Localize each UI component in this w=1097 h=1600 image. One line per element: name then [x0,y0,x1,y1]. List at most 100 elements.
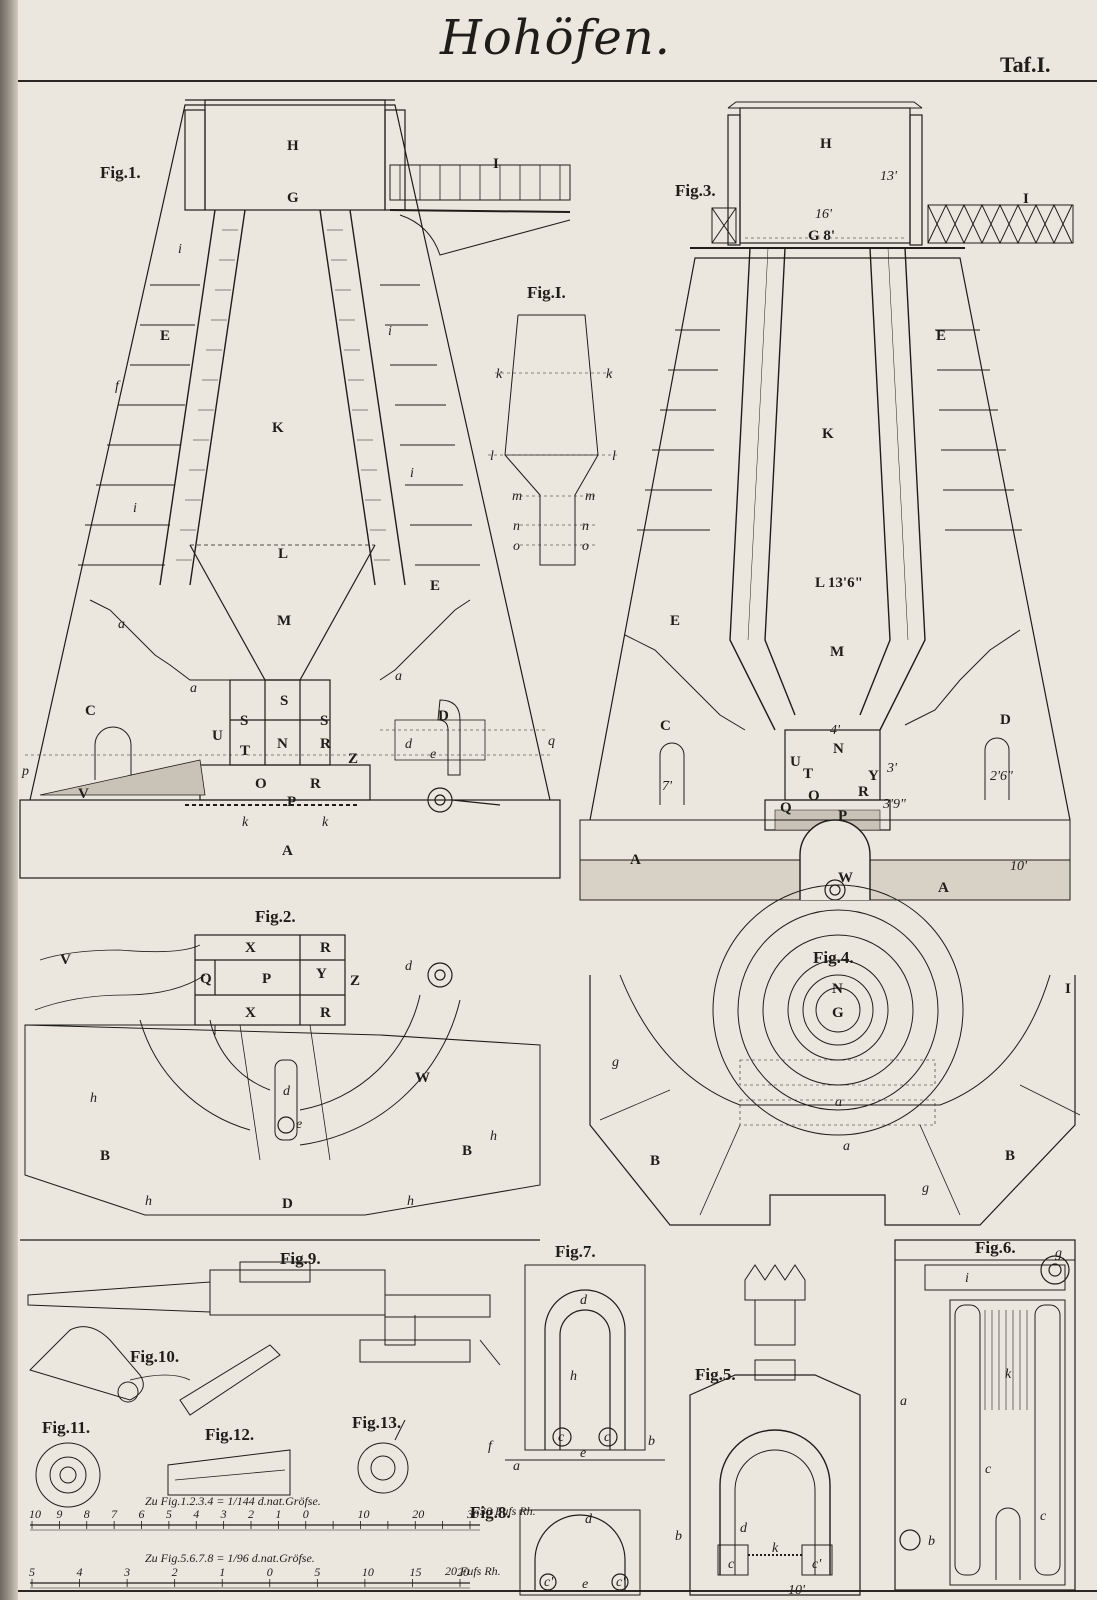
scale-tick-label: 0 [267,1565,273,1579]
scale-tick-label: 5 [314,1565,320,1579]
fig3-label-E2: E [670,613,680,629]
fig1-label-f: f [115,379,121,394]
fig3-label-C: C [660,718,671,734]
fig3-dim-39: 3'9" [882,797,906,812]
fig3-label-G: G 8' [808,228,835,244]
fig7-label-c2: c [604,1430,611,1445]
fig8-label-c1: c' [544,1575,554,1590]
fig6-label-k: k [1005,1367,1012,1382]
scale-tick-label: 5 [166,1507,172,1521]
fig3-label-L: L 13'6" [815,575,863,591]
fig1-label-Z: Z [348,751,358,767]
fig5-label-c1: c [728,1557,735,1572]
fig1-label-H: H [287,138,299,154]
fig1-outer-stack [29,104,551,801]
footer-rule [18,1590,1097,1592]
fig1-label-k2: k [322,815,329,830]
scale-bars [30,1524,480,1589]
fig1-label-R1: R [320,736,331,752]
figI-label-l2: l [612,449,616,464]
fig1-label-a3: a [395,669,402,684]
fig2-label-e: e [296,1117,302,1132]
fig6-label-c1: c [985,1462,992,1477]
figI-label-o2: o [582,539,589,554]
figI-label-n2: n [582,519,589,534]
fig3-dim-7: 7' [662,779,673,794]
scale-tick-label: 5 [29,1565,35,1579]
fig1-label-S1: S [280,693,288,709]
scale-tick-label: 3 [123,1565,130,1579]
fig1-label-I: I [493,156,499,172]
fig6-label-b: b [928,1534,935,1549]
fig3-label-M: M [830,644,844,660]
fig1-label-A: A [282,843,293,859]
fig9-tuyere [27,1261,501,1366]
fig4-label-a2: a [843,1139,850,1154]
figI-label-o1: o [513,539,520,554]
figI-label-n1: n [513,519,520,534]
fig1-label-e: e [430,747,436,762]
fig2-caption: Fig.2. [255,907,296,926]
scale-tick-label: 4 [193,1507,199,1521]
fig3-dim-3: 3' [886,761,898,776]
fig3-label-Y: Y [868,768,879,784]
fig2-label-W: W [415,1070,430,1086]
fig3-label-E1: E [936,328,946,344]
fig3-label-A2: A [938,880,949,896]
fig4-caption: Fig.4. [813,948,854,967]
fig1-label-T: T [240,743,250,759]
fig1-label-i4: i [133,501,137,516]
fig3-labels: Fig.3. H I 16' 13' G 8' K L 13'6" M E E … [630,136,1029,896]
header-rule [18,80,1097,82]
fig3-dim-26: 2'6" [990,769,1013,784]
fig1-furnace-section [19,99,571,879]
scale-tick-label: 1 [275,1507,281,1521]
fig11-caption: Fig.11. [42,1418,90,1437]
fig2-label-D: D [282,1196,293,1212]
fig3-dim-4: 4' [830,723,841,738]
fig3-label-W: W [838,870,853,886]
fig1-label-R2: R [310,776,321,792]
fig2-label-R2: R [320,1005,331,1021]
scale-tick-label: 2 [172,1565,178,1579]
scale-tick-label: 30 [466,1507,479,1521]
fig2-label-h1: h [90,1091,97,1106]
fig4-label-B2: B [1005,1148,1015,1164]
fig1-label-a1: a [118,617,125,632]
fig2-label-Y: Y [316,966,327,982]
fig1-label-i1: i [178,242,182,257]
fig1-label-L: L [278,546,288,562]
fig2-label-Z: Z [350,973,360,989]
fig13-caption: Fig.13. [352,1413,401,1432]
fig10-to-13-labels: Fig.10. Fig.11. Fig.12. Fig.13. [42,1347,401,1444]
fig1-label-p: p [21,764,29,779]
scale-top-caption: Zu Fig.1.2.3.4 = 1/144 d.nat.Gröfse. [145,1494,321,1508]
fig1-label-k1: k [242,815,249,830]
fig2-label-d1: d [405,959,413,974]
scale-bottom-caption: Zu Fig.5.6.7.8 = 1/96 d.nat.Gröfse. [145,1551,315,1565]
fig4-label-g1: g [612,1055,619,1070]
figI-label-m2: m [585,489,595,504]
fig3-label-I: I [1023,191,1029,207]
fig1-label-q: q [548,734,555,749]
figI-labels: Fig.I. k k l l m m n n o o [490,283,616,554]
fig10-to-13-parts [29,1326,409,1508]
fig3-dim-10: 10' [1010,859,1028,874]
fig8-label-d: d [585,1512,593,1527]
fig1-label-U: U [212,728,223,744]
fig1-foundation [19,799,561,879]
fig5-label-c2: c' [812,1557,822,1572]
fig3-label-A1: A [630,852,641,868]
fig5-dim-10: 10' [788,1583,806,1598]
fig2-label-B2: B [462,1143,472,1159]
fig3-label-D: D [1000,712,1011,728]
scale-tick-label: 10 [358,1507,370,1521]
fig4-label-a1: a [835,1095,842,1110]
fig1-label-K: K [272,420,284,436]
scale-tick-label: 15 [409,1565,421,1579]
fig1-label-a2: a [190,681,197,696]
fig12-caption: Fig.12. [205,1425,254,1444]
fig1-label-V: V [78,786,89,802]
